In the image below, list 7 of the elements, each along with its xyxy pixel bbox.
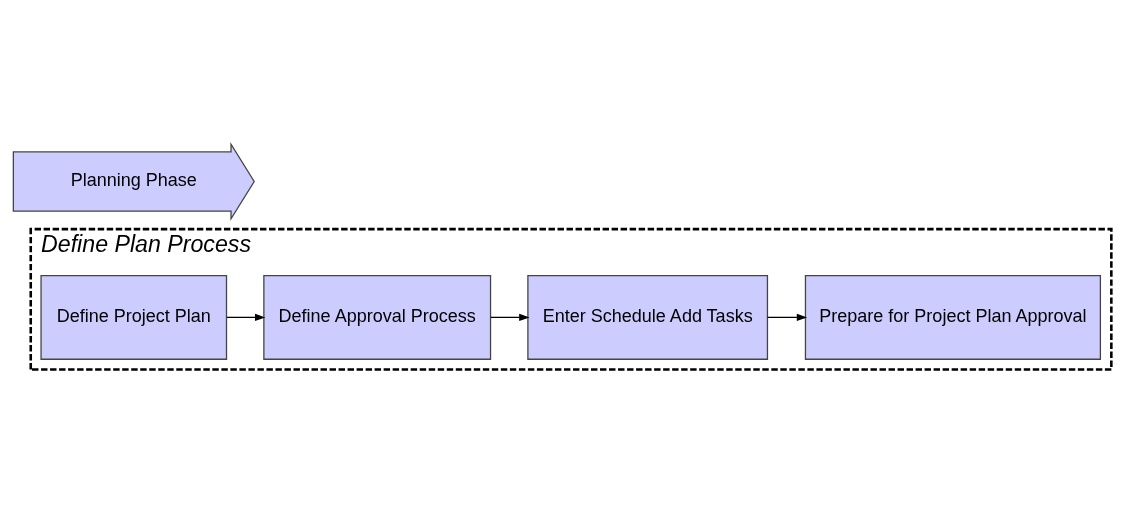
node-box: Define Project Plan [40, 274, 228, 360]
node-box: Enter Schedule Add Tasks [527, 274, 769, 360]
arrow [490, 313, 530, 321]
node-box: Define Approval Process [263, 274, 492, 360]
arrow [766, 313, 808, 321]
arrow [226, 313, 266, 321]
node-box: Prepare for Project Plan Approval [804, 274, 1102, 360]
